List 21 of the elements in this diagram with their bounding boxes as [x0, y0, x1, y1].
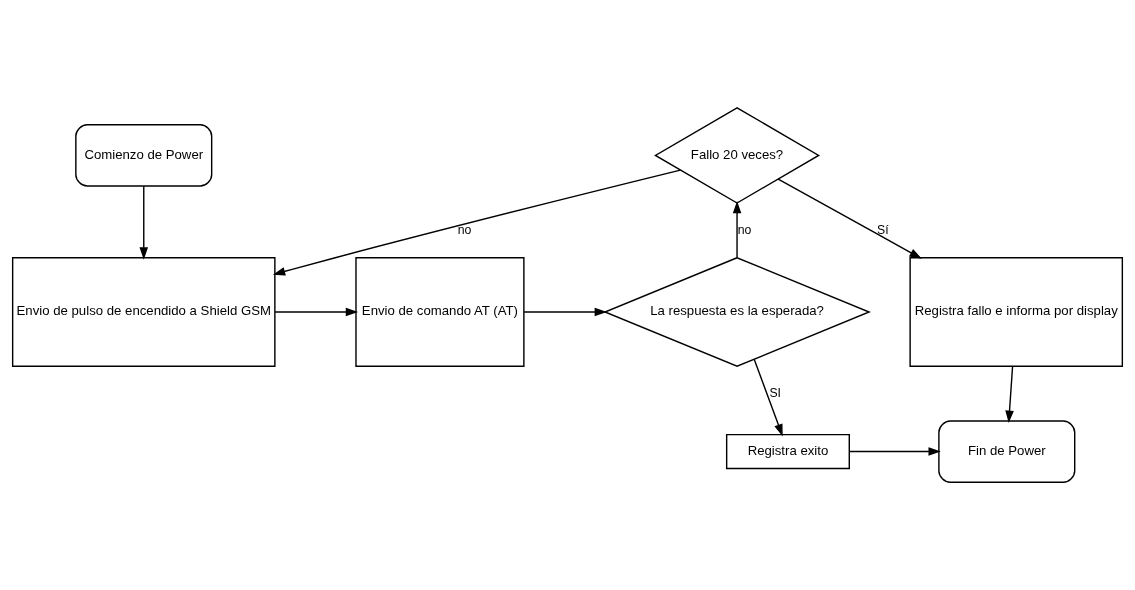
node-box: Envio de comando AT (AT): [355, 257, 525, 367]
arrow: [732, 201, 742, 259]
node-diamond: Fallo 20 veces?: [654, 106, 821, 204]
node-box: Registra fallo e informa por display: [909, 257, 1124, 367]
edge-label: no: [457, 222, 472, 237]
arrow: [753, 358, 783, 437]
node-box: Envio de pulso de encendido a Shield GSM: [11, 257, 276, 367]
arrow: [272, 169, 682, 276]
arrow: [1005, 365, 1014, 423]
arrow: [523, 307, 607, 317]
arrow: [139, 185, 149, 260]
node-box: Registra exito: [725, 433, 850, 470]
arrow: [777, 178, 922, 259]
edge-label: Sí: [876, 222, 889, 237]
edge-label: SI: [769, 385, 782, 400]
node-box: Comienzo de Power: [75, 124, 213, 187]
node-diamond: La respuesta es la esperada?: [603, 256, 871, 367]
arrow: [274, 307, 359, 317]
node-box: Fin de Power: [938, 420, 1076, 483]
arrow: [848, 447, 941, 456]
edge-label: no: [737, 222, 752, 237]
